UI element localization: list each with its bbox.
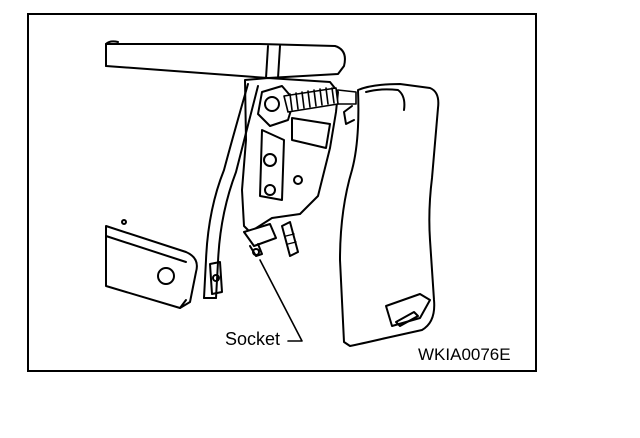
socket-leader-line	[259, 259, 303, 342]
side-frame	[105, 219, 198, 309]
support-rail	[203, 83, 259, 299]
side-cover	[339, 83, 440, 347]
armrest-lid	[105, 40, 346, 79]
hinge-spring	[283, 87, 357, 113]
socket-connector	[243, 221, 299, 257]
hinge-bracket	[241, 77, 339, 233]
figure-id-label: WKIA0076E	[418, 345, 511, 364]
socket-callout-label: Socket	[225, 329, 281, 349]
